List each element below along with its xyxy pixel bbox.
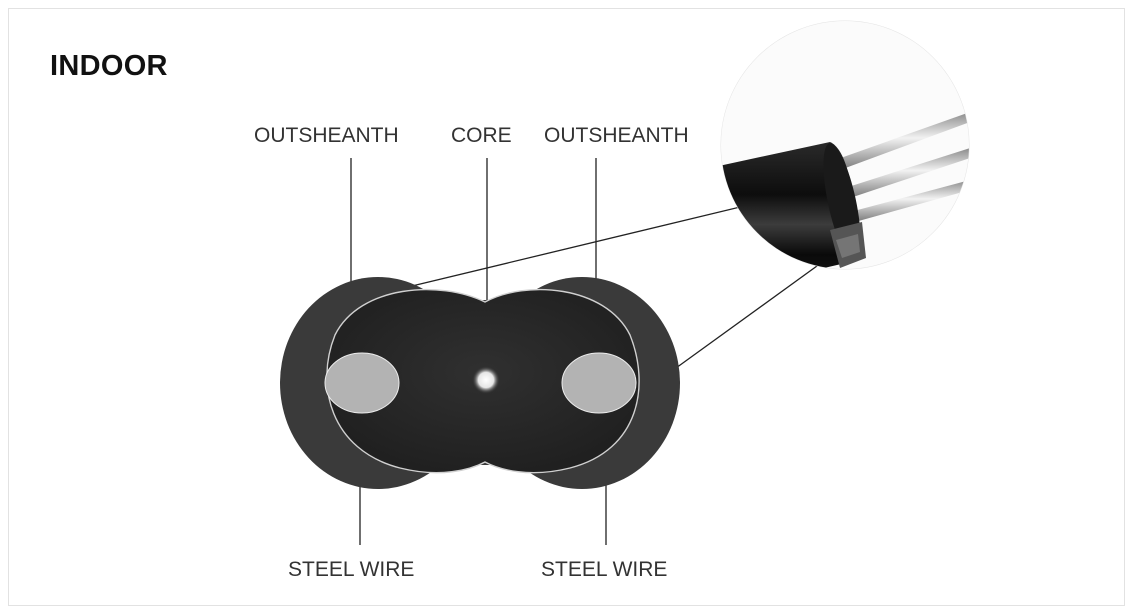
steel-wire-right xyxy=(561,352,637,414)
diagram-title: INDOOR xyxy=(50,50,168,82)
label-outsheath-left: OUTSHEANTH xyxy=(254,124,399,147)
label-steel-wire-right: STEEL WIRE xyxy=(541,558,668,581)
cable-cross-section xyxy=(280,277,680,489)
label-core: CORE xyxy=(451,124,512,147)
fiber-core xyxy=(472,366,500,394)
leader-zoom-top xyxy=(411,194,791,287)
steel-wire-left xyxy=(324,352,400,414)
zoom-lens xyxy=(720,20,970,270)
label-steel-wire-left: STEEL WIRE xyxy=(288,558,415,581)
zoom-steel-wires xyxy=(835,112,969,222)
label-outsheath-right: OUTSHEANTH xyxy=(544,124,689,147)
leader-zoom-bottom xyxy=(675,257,829,369)
